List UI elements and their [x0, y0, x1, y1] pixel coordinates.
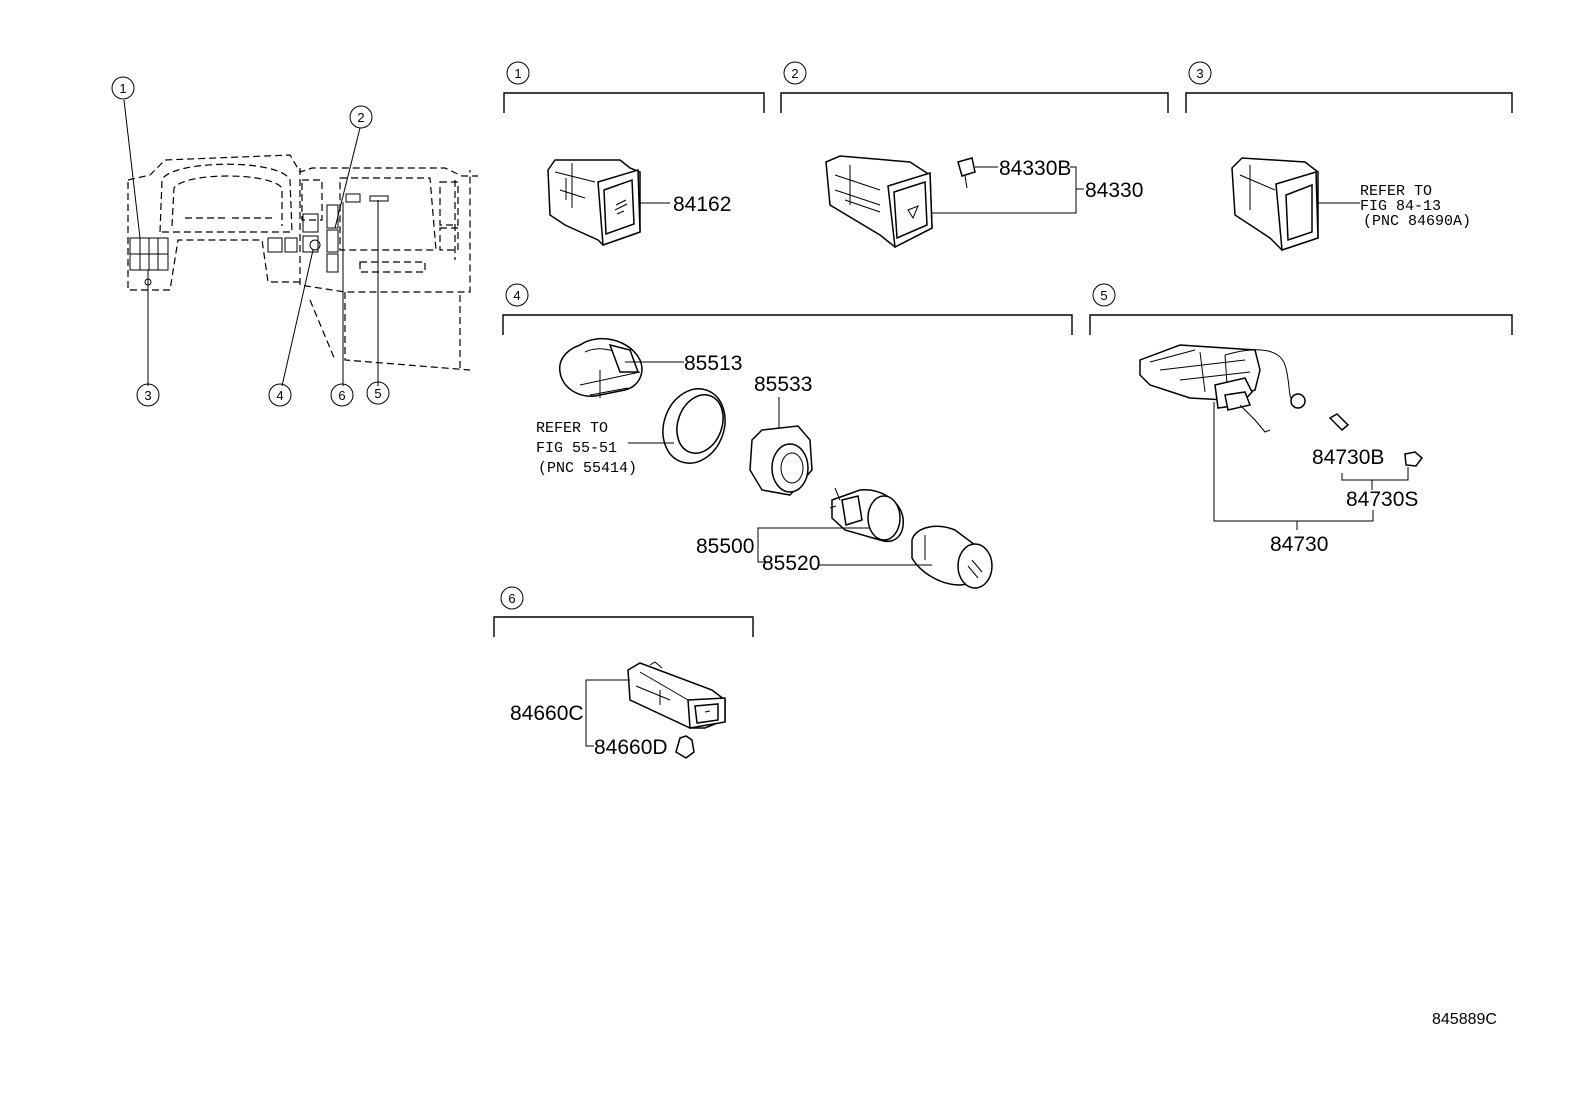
callout-2: 2 [357, 110, 364, 125]
section-5-label: 5 [1100, 288, 1107, 303]
callout-4: 4 [276, 388, 283, 403]
dashboard-overview: 1 2 3 4 6 5 [111, 76, 478, 407]
section-1-label: 1 [514, 66, 521, 81]
section-3-label: 3 [1196, 66, 1203, 81]
part-84660C: 84660C [510, 702, 584, 725]
section-3-refer-line3: (PNC 84690A) [1363, 213, 1471, 230]
part-84330B: 84330B [999, 157, 1071, 180]
section-2-label: 2 [791, 66, 798, 81]
part-84162: 84162 [673, 193, 731, 216]
section-4-refer-line1: REFER TO [536, 420, 608, 437]
section-4-refer-line2: FIG 55-51 [536, 440, 617, 457]
section-3-switch: REFER TO FIG 84-13 (PNC 84690A) [1231, 157, 1471, 252]
callout-1: 1 [119, 81, 126, 96]
callout-3: 3 [144, 388, 151, 403]
section-5-unit: 84730B 84730S 84730 [1139, 344, 1424, 556]
callout-6: 6 [338, 388, 345, 403]
section-6-switch: 84660C 84660D [510, 661, 726, 759]
part-84660D: 84660D [594, 736, 668, 759]
callout-5: 5 [374, 386, 381, 401]
illustration-number: 845889C [1432, 1011, 1497, 1028]
part-85533: 85533 [754, 373, 812, 396]
part-84730S: 84730S [1346, 488, 1418, 511]
part-85513: 85513 [684, 352, 742, 375]
section-4-label: 4 [513, 288, 520, 303]
section-3-refer-line2: FIG 84-13 [1360, 198, 1441, 215]
part-84730: 84730 [1270, 533, 1328, 556]
section-4-cigarette-lighter: 85513 REFER TO FIG 55-51 (PNC 55414) 855… [536, 337, 993, 589]
part-85500: 85500 [696, 535, 754, 558]
part-84730B: 84730B [1312, 446, 1384, 469]
part-85520: 85520 [762, 552, 820, 575]
section-brackets: 1 2 3 4 5 6 [493, 61, 1513, 637]
part-84330: 84330 [1085, 179, 1143, 202]
section-2-hazard-switch: 84330B 84330 [825, 155, 1143, 249]
section-1-switch: 84162 [547, 159, 731, 247]
section-6-label: 6 [508, 591, 515, 606]
section-3-refer-line1: REFER TO [1360, 183, 1432, 200]
section-4-refer-line3: (PNC 55414) [538, 460, 637, 477]
